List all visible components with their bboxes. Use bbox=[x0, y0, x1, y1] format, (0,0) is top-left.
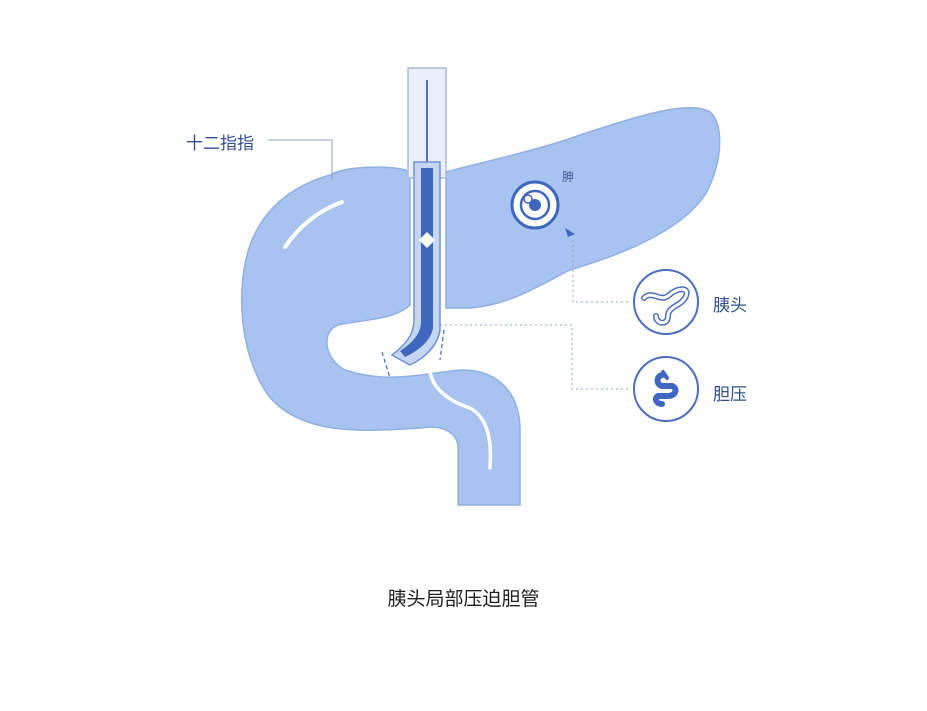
duodenum-label: 十二指指 bbox=[186, 134, 254, 154]
ampulla-dashed bbox=[381, 329, 445, 379]
pancreas-connector bbox=[572, 240, 630, 303]
compression-arrows-icon bbox=[419, 232, 435, 248]
pancreas-head-label: 胰头 bbox=[713, 296, 747, 316]
bile-connector bbox=[440, 324, 630, 390]
wavy-tube-icon bbox=[633, 269, 699, 335]
tumor-pointer-arrow bbox=[565, 228, 575, 237]
tumor-target-icon bbox=[510, 180, 560, 230]
duodenum-leader bbox=[268, 139, 333, 180]
bile-glyph-icon bbox=[633, 356, 699, 422]
liver-shape bbox=[445, 106, 721, 309]
diagram-caption: 胰头局部压迫胆管 bbox=[387, 588, 540, 610]
stomach-shape bbox=[240, 166, 521, 506]
duct-inner-dark bbox=[400, 168, 433, 357]
stomach-highlight bbox=[283, 200, 344, 249]
tumor-label: 胂 bbox=[562, 170, 575, 184]
bile-pressure-label: 胆压 bbox=[713, 385, 747, 405]
duodenum-highlight bbox=[428, 366, 493, 470]
